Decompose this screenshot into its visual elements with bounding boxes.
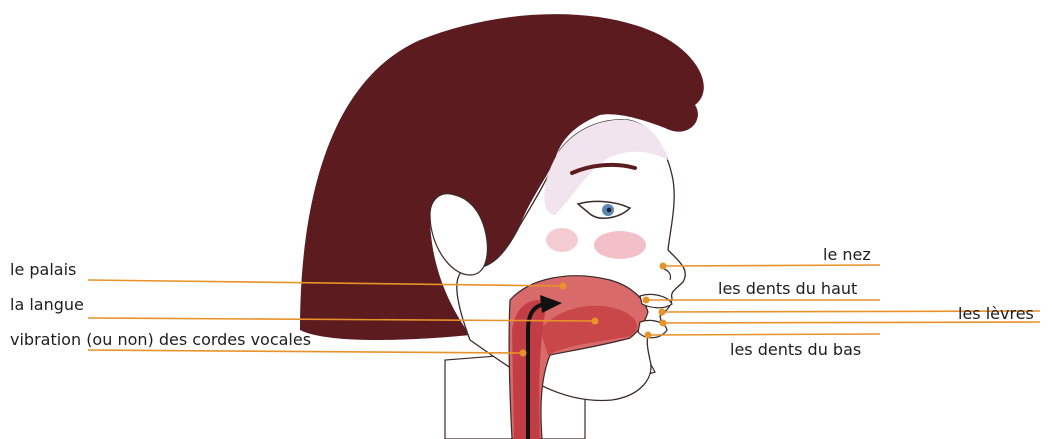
- dot-lips-upper: [659, 309, 666, 316]
- label-vocal-cords: vibration (ou non) des cordes vocales: [10, 332, 311, 348]
- leader-vocal-cords: [88, 350, 523, 353]
- dot-palate: [560, 283, 567, 290]
- dot-lips-lower: [660, 320, 667, 327]
- dot-upper-teeth: [643, 297, 650, 304]
- leader-nose: [663, 265, 880, 266]
- label-upper-teeth: les dents du haut: [718, 281, 857, 297]
- dot-lower-teeth: [645, 332, 652, 339]
- dot-tongue: [592, 318, 599, 325]
- dot-nose: [660, 263, 667, 270]
- pupil: [607, 208, 612, 213]
- leader-lower-teeth: [648, 334, 880, 335]
- dot-vocal-cords: [520, 350, 527, 357]
- label-nose: le nez: [823, 247, 871, 263]
- cheek-blush: [594, 231, 646, 259]
- cheek-blush-2: [546, 228, 578, 252]
- label-tongue: la langue: [10, 297, 84, 313]
- label-palate: le palais: [10, 262, 76, 278]
- label-lower-teeth: les dents du bas: [730, 342, 861, 358]
- label-lips: les lèvres: [958, 306, 1034, 322]
